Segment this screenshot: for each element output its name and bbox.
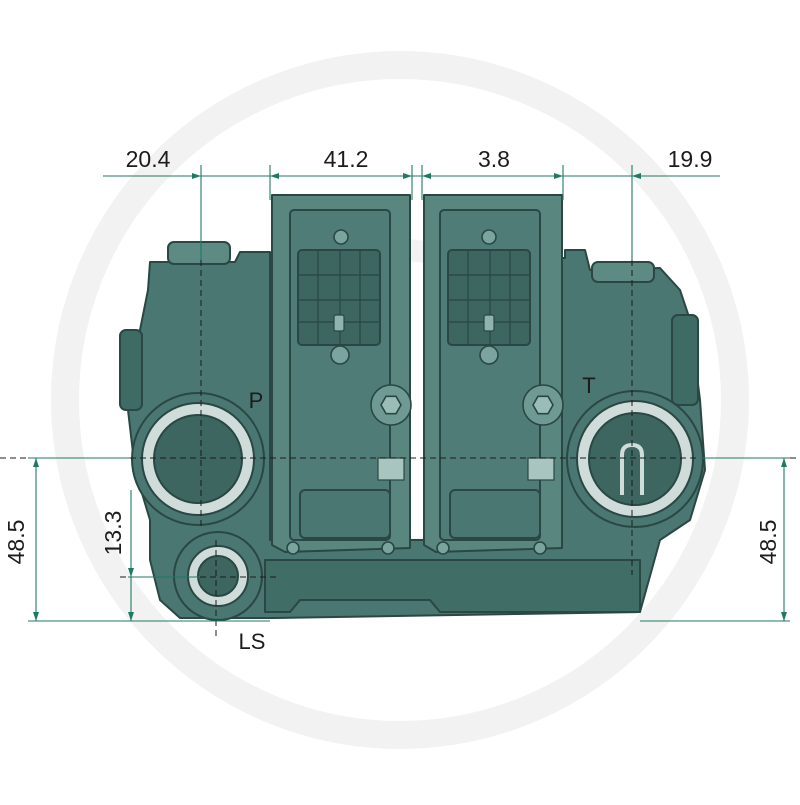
hex-bolts [370, 384, 564, 426]
boss-right [591, 261, 655, 283]
screw-top-right [481, 229, 497, 245]
dim-top-right: 19.9 [668, 146, 713, 172]
screw-mid-right [479, 345, 499, 365]
screws [286, 229, 547, 555]
screw-mid-left [330, 345, 350, 365]
port-t-bore [588, 412, 682, 506]
dim-left-height: 48.5 [3, 520, 29, 565]
lug-right [671, 314, 699, 406]
dim-right-height: 48.5 [755, 520, 781, 565]
port-ls-bore [197, 555, 239, 597]
hex-bolt-left [380, 395, 402, 415]
label-port-p: P [249, 388, 264, 413]
lug-left [119, 329, 143, 411]
ports [131, 390, 704, 621]
screw-bottom-l2 [381, 541, 395, 555]
port-p-bore [153, 414, 243, 504]
hex-bolt-right [532, 395, 554, 415]
lower-block-left [299, 489, 391, 539]
side-arrows [33, 458, 787, 621]
screw-bottom-r1 [436, 541, 450, 555]
dim-ls-height: 13.3 [100, 511, 126, 556]
screw-bottom-l1 [286, 541, 300, 555]
boss-left [167, 241, 231, 265]
dim-top-mid-right: 3.8 [478, 146, 510, 172]
lower-block-right [449, 489, 541, 539]
dim-top-mid-left: 41.2 [324, 146, 369, 172]
dim-top-left: 20.4 [126, 146, 171, 172]
label-port-t: T [582, 373, 595, 398]
screw-top-left [333, 229, 349, 245]
bottom-skirt [264, 559, 641, 613]
side-dimensions [28, 457, 790, 622]
top-arrows [192, 173, 641, 179]
slots [333, 314, 555, 481]
label-port-ls: LS [239, 629, 266, 654]
screw-bottom-r2 [533, 541, 547, 555]
